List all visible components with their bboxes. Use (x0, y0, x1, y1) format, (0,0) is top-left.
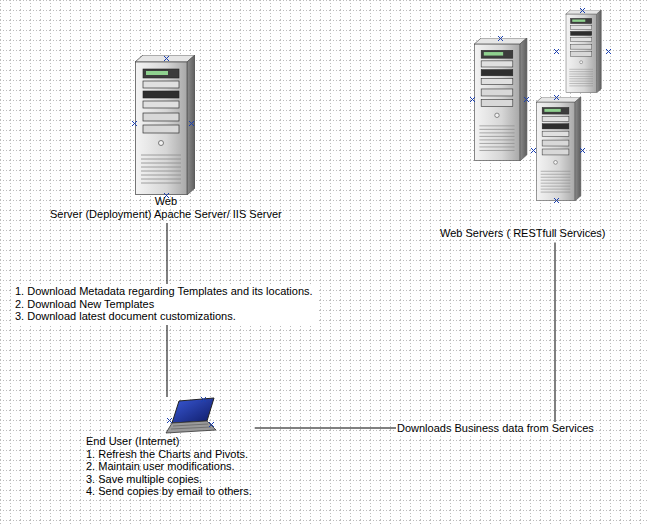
node-text: 4. Send copies by email to others. (86, 485, 252, 498)
edge-label: Downloads Business data from Services (396, 422, 595, 435)
node-text: 3. Save multiple copies. (86, 473, 252, 486)
connector-line (255, 243, 555, 429)
node-text: 1. Refresh the Charts and Pivots. (86, 448, 252, 461)
note-text: 1. Download Metadata regarding Templates… (15, 285, 313, 298)
note-box: 1. Download Metadata regarding Templates… (12, 284, 317, 325)
rest-servers-node: Web Servers ( RESTfull Services) (440, 8, 605, 240)
node-title: Web (50, 195, 282, 208)
node-text: Server (Deployment) Apache Server/ IIS S… (50, 208, 282, 221)
laptop-icon (166, 398, 216, 433)
node-title: End User (Internet) (86, 435, 252, 448)
node-text: 2. Maintain user modifications. (86, 460, 252, 473)
web-server-node: WebServer (Deployment) Apache Server/ II… (50, 52, 282, 220)
end-user-node: End User (Internet)1. Refresh the Charts… (86, 396, 252, 498)
note-text: 3. Download latest document customizatio… (15, 310, 313, 323)
note-text: 2. Download New Templates (15, 298, 313, 311)
web-server-icon (135, 55, 195, 195)
rest-server-icon (474, 38, 527, 161)
rest-server-icon (566, 10, 602, 93)
connector (255, 243, 555, 429)
rest-server-icon (536, 97, 581, 201)
node-title: Web Servers ( RESTfull Services) (440, 227, 605, 240)
